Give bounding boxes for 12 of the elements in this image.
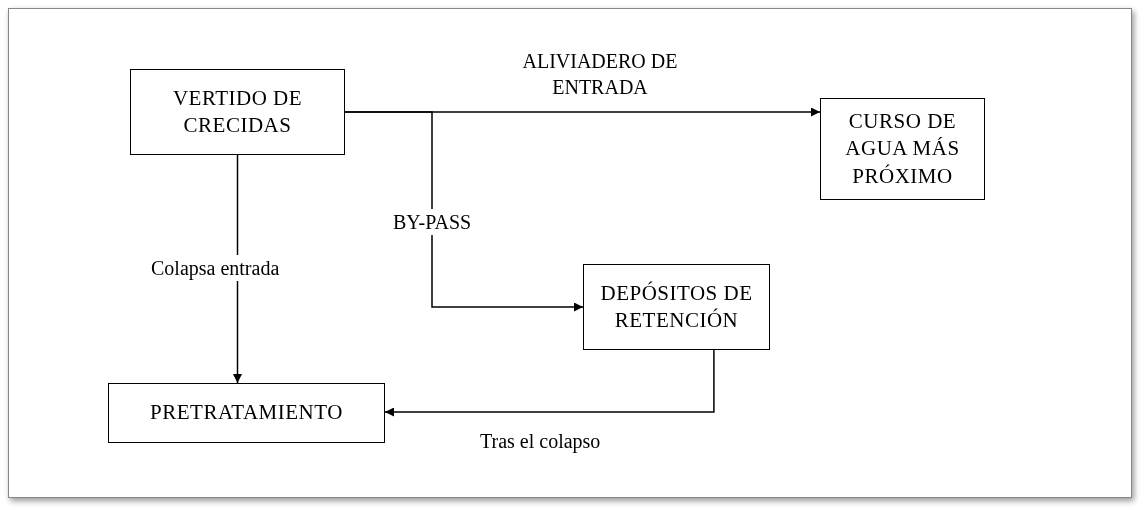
node-label: VERTIDO DE CRECIDAS xyxy=(171,84,304,139)
process-box xyxy=(130,69,345,155)
arrow xyxy=(344,111,584,312)
process-box xyxy=(583,264,770,350)
node-label: DEPÓSITOS DE RETENCIÓN xyxy=(599,279,754,334)
edge-label: Tras el colapso xyxy=(479,429,602,454)
node-label: PRETRATAMIENTO xyxy=(150,399,343,427)
arrow xyxy=(233,154,242,384)
process-box xyxy=(108,383,385,443)
arrow xyxy=(384,349,715,417)
node-label: CURSO DE AGUA MÁS PRÓXIMO xyxy=(844,108,961,190)
process-box xyxy=(820,98,985,200)
